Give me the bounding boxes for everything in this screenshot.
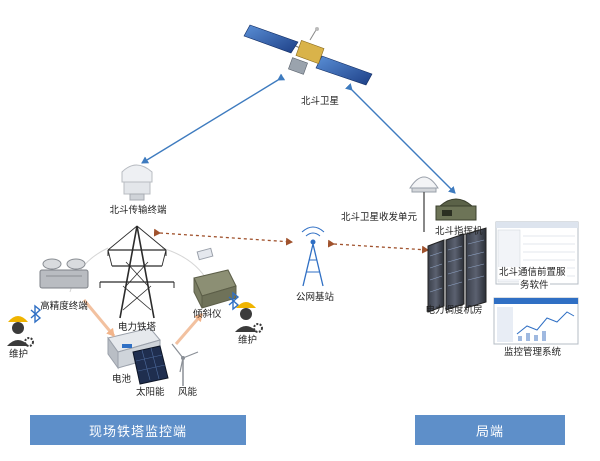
maintenance-worker-icon-left — [7, 316, 34, 347]
bureau-side-banner: 局端 — [415, 415, 565, 445]
solar-panel-icon — [132, 345, 169, 385]
transmission-terminal-label: 北斗传输终端 — [109, 205, 167, 216]
inclinometer-label: 倾斜仪 — [193, 309, 222, 320]
energy-arrow-left — [82, 299, 116, 337]
dispatch-server-racks-icon — [427, 227, 487, 313]
monitor-system-label: 监控管理系统 — [504, 347, 562, 358]
tower-label: 电力铁塔 — [117, 322, 157, 333]
comm-software-label-line2: 务软件 — [519, 280, 550, 292]
beidou-satellite-icon — [243, 24, 373, 86]
wind-turbine-icon — [171, 343, 199, 386]
bluetooth-icon-left — [30, 304, 42, 324]
beidou-commander-icon — [435, 198, 477, 221]
monitor-system-screenshot — [493, 297, 579, 345]
satellite-transceiver-label: 北斗卫星收发单元 — [341, 212, 418, 223]
public-station-label: 公网基站 — [295, 292, 335, 303]
commander-label: 北斗指挥机 — [435, 226, 483, 237]
terminal-to-station-link — [153, 228, 293, 246]
public-base-station-icon — [301, 226, 325, 287]
field-side-banner: 现场铁塔监控端 — [30, 415, 246, 445]
inclinometer-icon — [193, 247, 237, 309]
bluetooth-icon-right — [228, 291, 240, 311]
maintenance-right-label: 维护 — [238, 335, 258, 346]
high-precision-terminal-icon — [39, 258, 89, 289]
wind-label: 风能 — [178, 387, 198, 398]
high-precision-label: 高精度终端 — [40, 301, 88, 312]
dispatch-room-label: 电力调度机房 — [425, 305, 483, 316]
maintenance-worker-icon-right — [235, 302, 263, 333]
comm-software-label-line1: 北斗通信前置服 — [498, 267, 567, 279]
battery-label: 电池 — [112, 374, 132, 385]
power-tower-icon — [99, 225, 175, 319]
satellite-link-right — [344, 82, 456, 194]
satellite-link-left — [141, 73, 286, 164]
satellite-label: 北斗卫星 — [300, 96, 340, 107]
solar-label: 太阳能 — [136, 387, 165, 398]
satellite-transceiver-icon — [409, 176, 439, 232]
energy-arrow-right — [174, 313, 204, 345]
station-to-dispatch-link — [327, 239, 429, 254]
beidou-transmission-terminal-icon — [121, 164, 153, 201]
maintenance-left-label: 维护 — [9, 349, 29, 360]
